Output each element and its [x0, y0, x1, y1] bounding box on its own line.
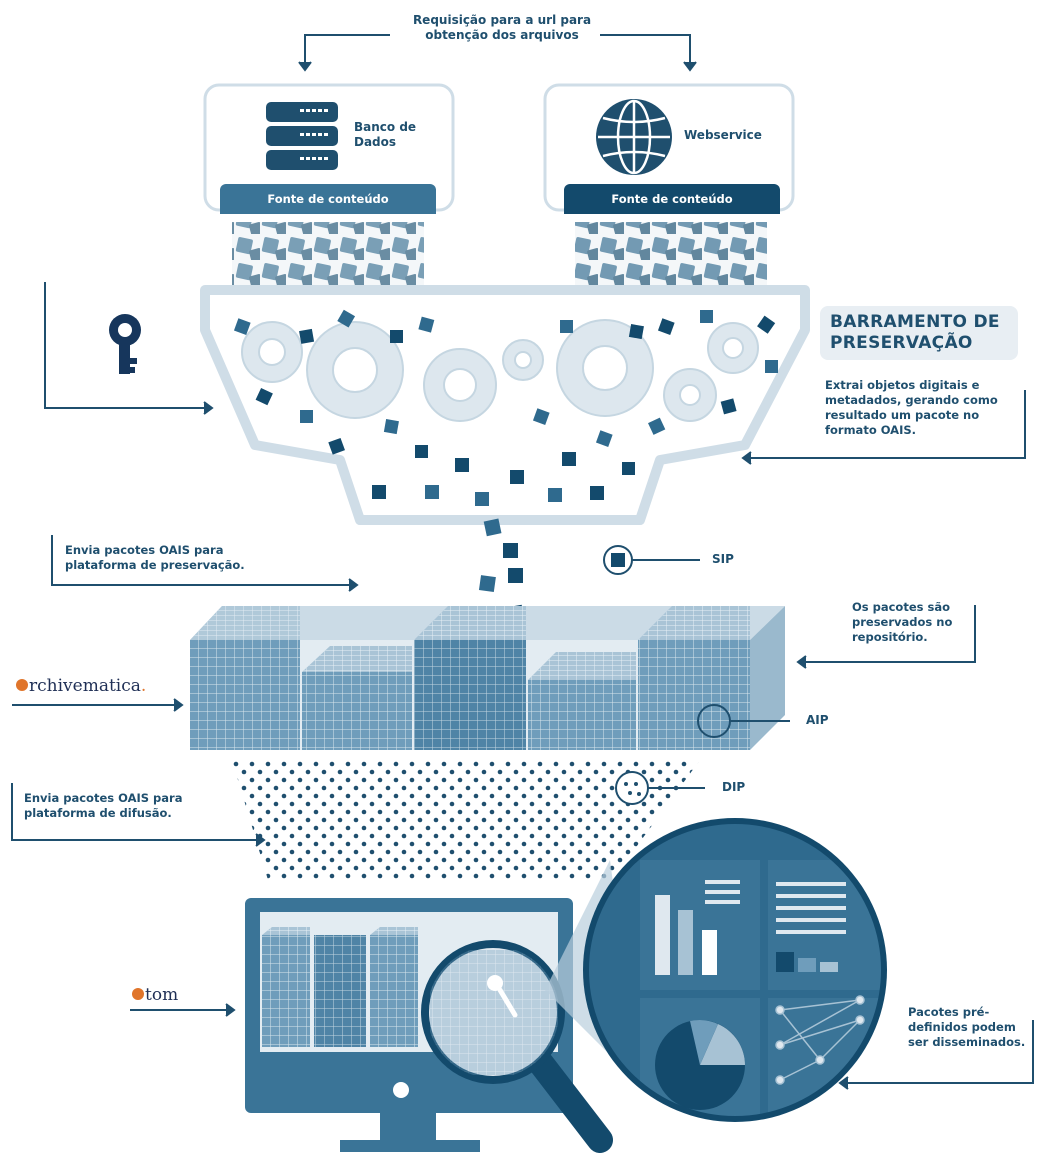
- content-cubes-right: [575, 222, 767, 294]
- gears: [241, 319, 759, 422]
- archivematica-logo-period: .: [140, 676, 147, 696]
- magnifier-icon: [421, 940, 613, 1153]
- atom-logo-text: tom: [145, 985, 179, 1005]
- content-source-bar-database: Fonte de conteúdo: [220, 184, 436, 214]
- content-source-bar-webservice: Fonte de conteúdo: [564, 184, 780, 214]
- repository-block: [190, 606, 785, 750]
- aip-label: AIP: [806, 713, 829, 727]
- dip-label: DIP: [722, 780, 746, 794]
- archivematica-logo-mark: [16, 679, 28, 691]
- disseminated-note-connector: [838, 1020, 1034, 1090]
- dip-marker: [615, 771, 705, 805]
- request-label: Requisição para a url para obtenção dos …: [412, 13, 592, 42]
- zoom-lens: [583, 818, 887, 1122]
- bus-title: BARRAMENTO DE PRESERVAÇÃO: [820, 306, 1018, 360]
- aip-marker: [697, 704, 790, 738]
- request-connector: [298, 34, 697, 72]
- bus-description: Extrai objetos digitais e metadados, ger…: [825, 378, 998, 437]
- sip-label: SIP: [712, 552, 734, 566]
- database-icon: [266, 102, 338, 170]
- key-icon: [109, 314, 141, 374]
- send-diffusion-connector: [11, 783, 266, 847]
- globe-icon: [596, 99, 672, 175]
- funnel-input-connector: [44, 282, 214, 415]
- atom-logo: tom: [132, 985, 178, 1005]
- bus-description-connector: [741, 390, 1026, 465]
- send-preservation-label: Envia pacotes OAIS para plataforma de pr…: [65, 543, 245, 572]
- preserved-note: Os pacotes são preservados no repositóri…: [852, 600, 953, 644]
- content-cubes-left: [232, 222, 424, 294]
- atom-connector: [130, 1003, 236, 1017]
- archivematica-connector: [12, 698, 184, 712]
- preserved-note-connector: [796, 605, 976, 669]
- send-diffusion-label: Envia pacotes OAIS para plataforma de di…: [24, 791, 183, 820]
- dip-dot-stream: [232, 760, 700, 880]
- archivematica-logo-text: rchivematica: [29, 676, 141, 696]
- atom-logo-mark: [132, 988, 144, 1000]
- send-preservation-connector: [51, 535, 359, 592]
- webservice-label: Webservice: [684, 128, 762, 142]
- sip-marker: [603, 545, 700, 575]
- database-label: Banco de Dados: [354, 120, 417, 149]
- archivematica-logo: rchivematica.: [16, 676, 146, 696]
- disseminated-note: Pacotes pré-definidos podem ser dissemin…: [908, 1005, 1026, 1049]
